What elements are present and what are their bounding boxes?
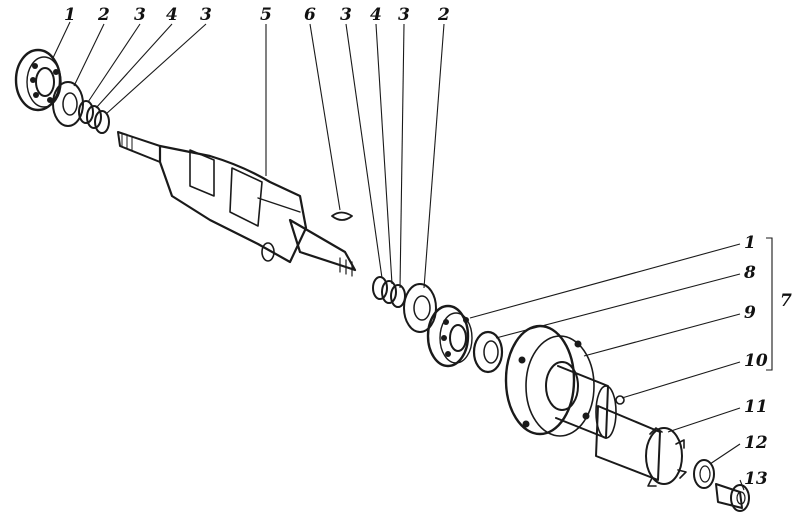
shaft	[117, 131, 357, 277]
rings-left	[78, 100, 110, 134]
callout-13: 13	[744, 469, 768, 489]
key	[331, 211, 353, 221]
callout-3-right-b: 3	[398, 5, 410, 25]
callout-12: 12	[744, 433, 768, 453]
flange-hub	[504, 324, 617, 439]
callout-6: 6	[304, 5, 316, 25]
seal	[472, 330, 504, 374]
callout-1-left: 1	[64, 5, 76, 25]
callout-2-right: 2	[437, 5, 450, 25]
bearing-left	[14, 48, 62, 112]
callout-3-right-a: 3	[340, 5, 352, 25]
callout-7: 7	[780, 291, 792, 311]
callout-2-left: 2	[97, 5, 110, 25]
washer-right	[403, 283, 437, 333]
callout-9: 9	[744, 303, 756, 323]
callout-4-right: 4	[370, 5, 382, 25]
bearing-right	[426, 304, 473, 368]
callout-8: 8	[743, 263, 756, 283]
callout-3-left-b: 3	[200, 5, 212, 25]
washer-left	[52, 81, 84, 127]
callout-3-left-a: 3	[134, 5, 146, 25]
callout-labels: 1 2 3 4 3 5 6 3 4 3 2 1 8 9 10 11 12 13 …	[64, 5, 792, 489]
callout-5: 5	[260, 5, 272, 25]
callout-4-left: 4	[166, 5, 178, 25]
sleeve	[595, 405, 687, 487]
callout-1-right: 1	[744, 233, 756, 253]
callout-11: 11	[744, 397, 768, 417]
rings-right	[372, 276, 406, 308]
circlip	[693, 459, 715, 489]
pin	[615, 395, 625, 405]
callout-10: 10	[744, 351, 768, 371]
leader-lines	[51, 21, 773, 491]
nut	[715, 483, 750, 512]
